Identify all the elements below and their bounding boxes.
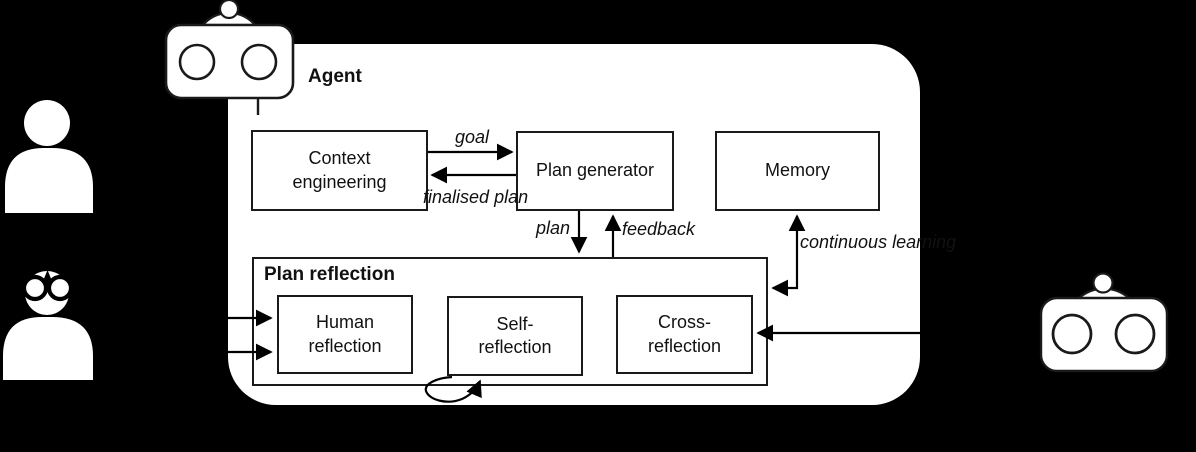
antenna-icon bbox=[218, 0, 240, 20]
finalised-plan-edge-label: finalised plan bbox=[423, 185, 528, 210]
robot-eye-icon bbox=[240, 43, 278, 81]
continuous-learning-edge-label-line1: continuous bbox=[800, 232, 888, 252]
context-engineering-box: Context engineering bbox=[251, 130, 428, 211]
feedback-edge-label: feedback bbox=[622, 219, 696, 239]
context-engineering-label-line1: Context bbox=[308, 148, 371, 169]
robot-eye-icon bbox=[178, 43, 216, 81]
robot-eye-icon bbox=[1114, 313, 1156, 355]
continuous-learning-edge-label-line2: learning bbox=[892, 232, 957, 252]
self-reflection-label-line2: reflection bbox=[478, 337, 552, 357]
self-reflection-box: Self- reflection bbox=[447, 296, 583, 376]
robot-eye-icon bbox=[1051, 313, 1093, 355]
human-reflection-box: Human reflection bbox=[277, 295, 413, 374]
user-glasses-icon bbox=[3, 270, 93, 380]
cross-reflection-label-line1: Cross- bbox=[658, 312, 711, 333]
plan-generator-box: Plan generator bbox=[516, 131, 674, 211]
cross-reflection-box: Cross- reflection bbox=[616, 295, 753, 374]
glasses-lens-icon bbox=[46, 274, 74, 302]
plan-edge-label: plan bbox=[535, 218, 570, 238]
finalised-plan-edge-label-line1: finalised bbox=[423, 187, 490, 207]
robot-icon bbox=[1039, 272, 1169, 373]
memory-box: Memory bbox=[715, 131, 880, 211]
continuous-learning-edge-label: continuous learning bbox=[800, 230, 956, 255]
context-engineering-label-line2: engineering bbox=[292, 171, 387, 192]
memory-label: Memory bbox=[764, 160, 830, 181]
self-reflection-label-line1: Self- bbox=[496, 313, 534, 334]
cross-reflection-label-line2: reflection bbox=[647, 335, 722, 356]
plan-reflection-group bbox=[252, 257, 768, 386]
human-reflection-label-line1: Human bbox=[315, 312, 375, 333]
antenna-icon bbox=[1092, 272, 1114, 294]
glasses-lens-icon bbox=[21, 274, 49, 302]
human-reflection-label-line2: reflection bbox=[308, 335, 382, 356]
goal-edge-label: goal bbox=[454, 127, 490, 147]
plan-generator-label: Plan generator bbox=[535, 160, 655, 181]
robot-icon bbox=[164, 0, 295, 115]
plan-reflection-title: Plan reflection bbox=[264, 264, 395, 285]
user-icon bbox=[5, 100, 93, 213]
finalised-plan-edge-label-line2: plan bbox=[494, 187, 529, 207]
agent-title: Agent bbox=[308, 66, 362, 87]
